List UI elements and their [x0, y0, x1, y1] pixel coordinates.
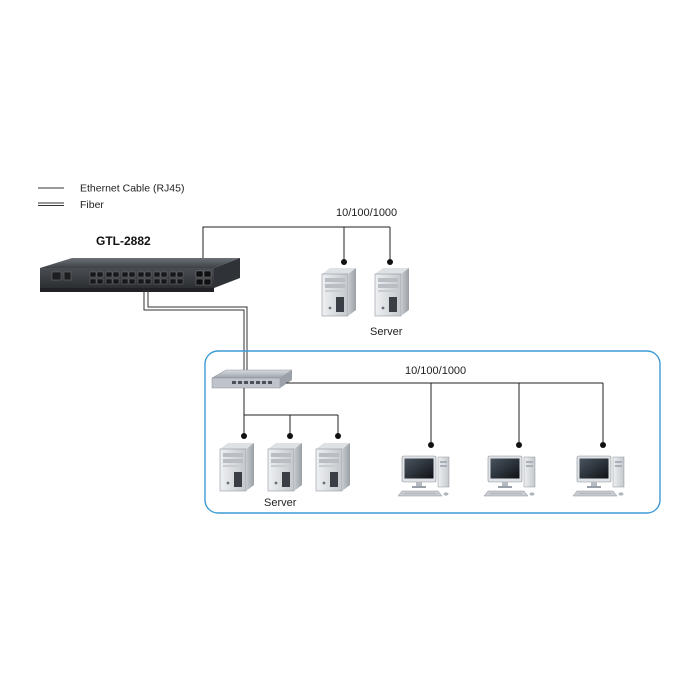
- connector-dot: [428, 442, 434, 448]
- server-icon: [374, 267, 410, 317]
- core-switch: [40, 258, 240, 292]
- legend-fiber-label: Fiber: [80, 199, 104, 211]
- top-servers: [321, 267, 410, 317]
- connector-dot: [241, 433, 247, 439]
- lan-server-label: Server: [264, 497, 297, 509]
- workstations: [397, 455, 625, 497]
- server-icon: [321, 267, 357, 317]
- switch-icon: [40, 258, 240, 268]
- server-icon: [219, 442, 255, 492]
- fiber-link: [143, 290, 248, 370]
- connector-dot: [600, 442, 606, 448]
- top-ethernet-links: [202, 226, 391, 267]
- connector-dot: [287, 433, 293, 439]
- lan-speed-label: 10/100/1000: [405, 365, 466, 377]
- lan-servers: [219, 442, 351, 492]
- connector-dot: [341, 259, 347, 265]
- legend-ethernet-label: Ethernet Cable (RJ45): [80, 183, 184, 195]
- connector-dot: [516, 442, 522, 448]
- connector-dot: [387, 259, 393, 265]
- lan-ethernet-links: [243, 382, 604, 445]
- connector-dot: [335, 433, 341, 439]
- server-icon: [315, 442, 351, 492]
- server-icon: [267, 442, 303, 492]
- lan-group-frame: [204, 350, 661, 514]
- desktop-computer-icon: [572, 455, 625, 497]
- top-speed-label: 10/100/1000: [336, 207, 397, 219]
- desktop-computer-icon: [397, 455, 450, 497]
- top-server-label: Server: [370, 326, 403, 338]
- desktop-computer-icon: [483, 455, 536, 497]
- switch-model-label: GTL-2882: [96, 234, 151, 248]
- legend: Ethernet Cable (RJ45) Fiber: [38, 183, 184, 211]
- hub-switch-icon: [211, 369, 293, 389]
